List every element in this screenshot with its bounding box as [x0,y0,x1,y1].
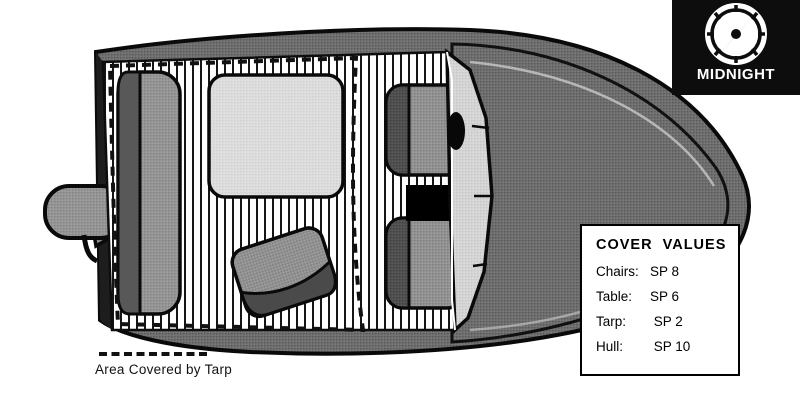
cover-label-hull: Hull: [596,339,624,354]
windshield [445,48,494,334]
cover-value-tarp: SP 2 [650,314,683,329]
cover-value-hull: SP 10 [650,339,691,354]
cover-label-tarp: Tarp: [596,314,627,329]
cover-row-hull: Hull: SP 10 [596,339,738,354]
cover-row-table: Table: SP 6 [596,289,738,304]
tarp-legend-label: Area Covered by Tarp [95,362,233,377]
tarp-legend: Area Covered by Tarp [95,352,335,377]
tarp-boundary[interactable] [107,55,366,333]
chair-starboard [384,216,466,310]
brand-name: MIDNIGHT [696,66,776,83]
cover-values-title: COVER VALUES [596,237,727,253]
cover-row-tarp: Tarp: SP 2 [596,314,738,329]
tarp-legend-dash-icon [99,352,207,356]
table [207,73,345,199]
stern-bench [116,70,182,316]
loose-cushion [230,226,338,319]
cover-label-chairs: Chairs: [596,264,639,279]
compass-icon [701,0,771,69]
cover-label-table: Table: [596,289,633,304]
cover-value-table: SP 6 [650,289,680,304]
cover-value-chairs: SP 8 [650,264,680,279]
cover-values-panel: COVER VALUES Chairs: SP 8 Table: SP 6 Ta… [580,224,740,376]
brand-logo: MIDNIGHT [672,0,800,95]
cover-row-chairs: Chairs: SP 8 [596,264,738,279]
